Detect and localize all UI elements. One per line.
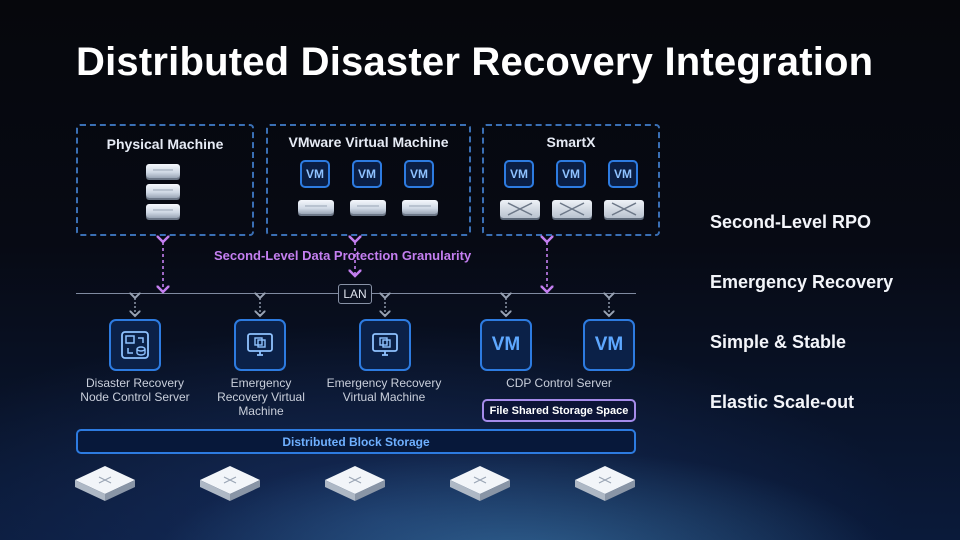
feature-item: Emergency Recovery (710, 272, 894, 292)
smartx-host-icon (552, 200, 592, 218)
vm-chip-icon: VM (404, 160, 434, 188)
storage-server-icon (450, 466, 510, 501)
vmware-label: VMware Virtual Machine (288, 134, 449, 150)
vm-chip-icon: VM (352, 160, 382, 188)
esxi-host-icon (402, 200, 438, 214)
esxi-host-icon (298, 200, 334, 214)
node-label-emergency-vm-2: Emergency Recovery Virtual Machine (326, 376, 442, 404)
physical-machine-group: Physical Machine (76, 124, 254, 236)
distributed-block-storage: Distributed Block Storage (76, 429, 636, 454)
node-label-recovery-control: Disaster Recovery Node Control Server (80, 376, 190, 404)
node-label-cdp-control: CDP Control Server (506, 376, 612, 390)
smartx-host-icon (604, 200, 644, 218)
vm-chip-icon: VM (300, 160, 330, 188)
physical-server-icon (146, 164, 180, 178)
vm-chip-icon: VM (608, 160, 638, 188)
granularity-label: Second-Level Data Protection Granularity (214, 248, 472, 263)
monitor-icon (234, 319, 286, 371)
physical-server-icon (146, 184, 180, 198)
smartx-group: SmartX VM VM VM (482, 124, 660, 236)
esxi-host-icon (350, 200, 386, 214)
smartx-host-icon (500, 200, 540, 218)
smartx-label: SmartX (546, 134, 596, 150)
lan-badge: LAN (338, 284, 372, 304)
feature-item: Simple & Stable (710, 332, 847, 352)
monitor-icon (359, 319, 411, 371)
physical-machine-label: Physical Machine (106, 136, 224, 152)
vm-chip-icon: VM (480, 319, 532, 371)
storage-server-icon (200, 466, 260, 501)
file-shared-storage: File Shared Storage Space (482, 399, 636, 422)
node-label-emergency-vm-1: Emergency Recovery Virtual Machine (217, 376, 305, 418)
vm-chip-icon: VM (583, 319, 635, 371)
storage-server-icon (575, 466, 635, 501)
page-title: Distributed Disaster Recovery Integratio… (76, 40, 874, 84)
recovery-node-icon (109, 319, 161, 371)
physical-server-icon (146, 204, 180, 218)
storage-server-icon (75, 466, 135, 501)
vm-chip-icon: VM (556, 160, 586, 188)
storage-server-icon (325, 466, 385, 501)
feature-item: Elastic Scale-out (710, 392, 855, 412)
vmware-group: VMware Virtual Machine VM VM VM (266, 124, 471, 236)
feature-item: Second-Level RPO (710, 212, 872, 232)
vm-chip-icon: VM (504, 160, 534, 188)
